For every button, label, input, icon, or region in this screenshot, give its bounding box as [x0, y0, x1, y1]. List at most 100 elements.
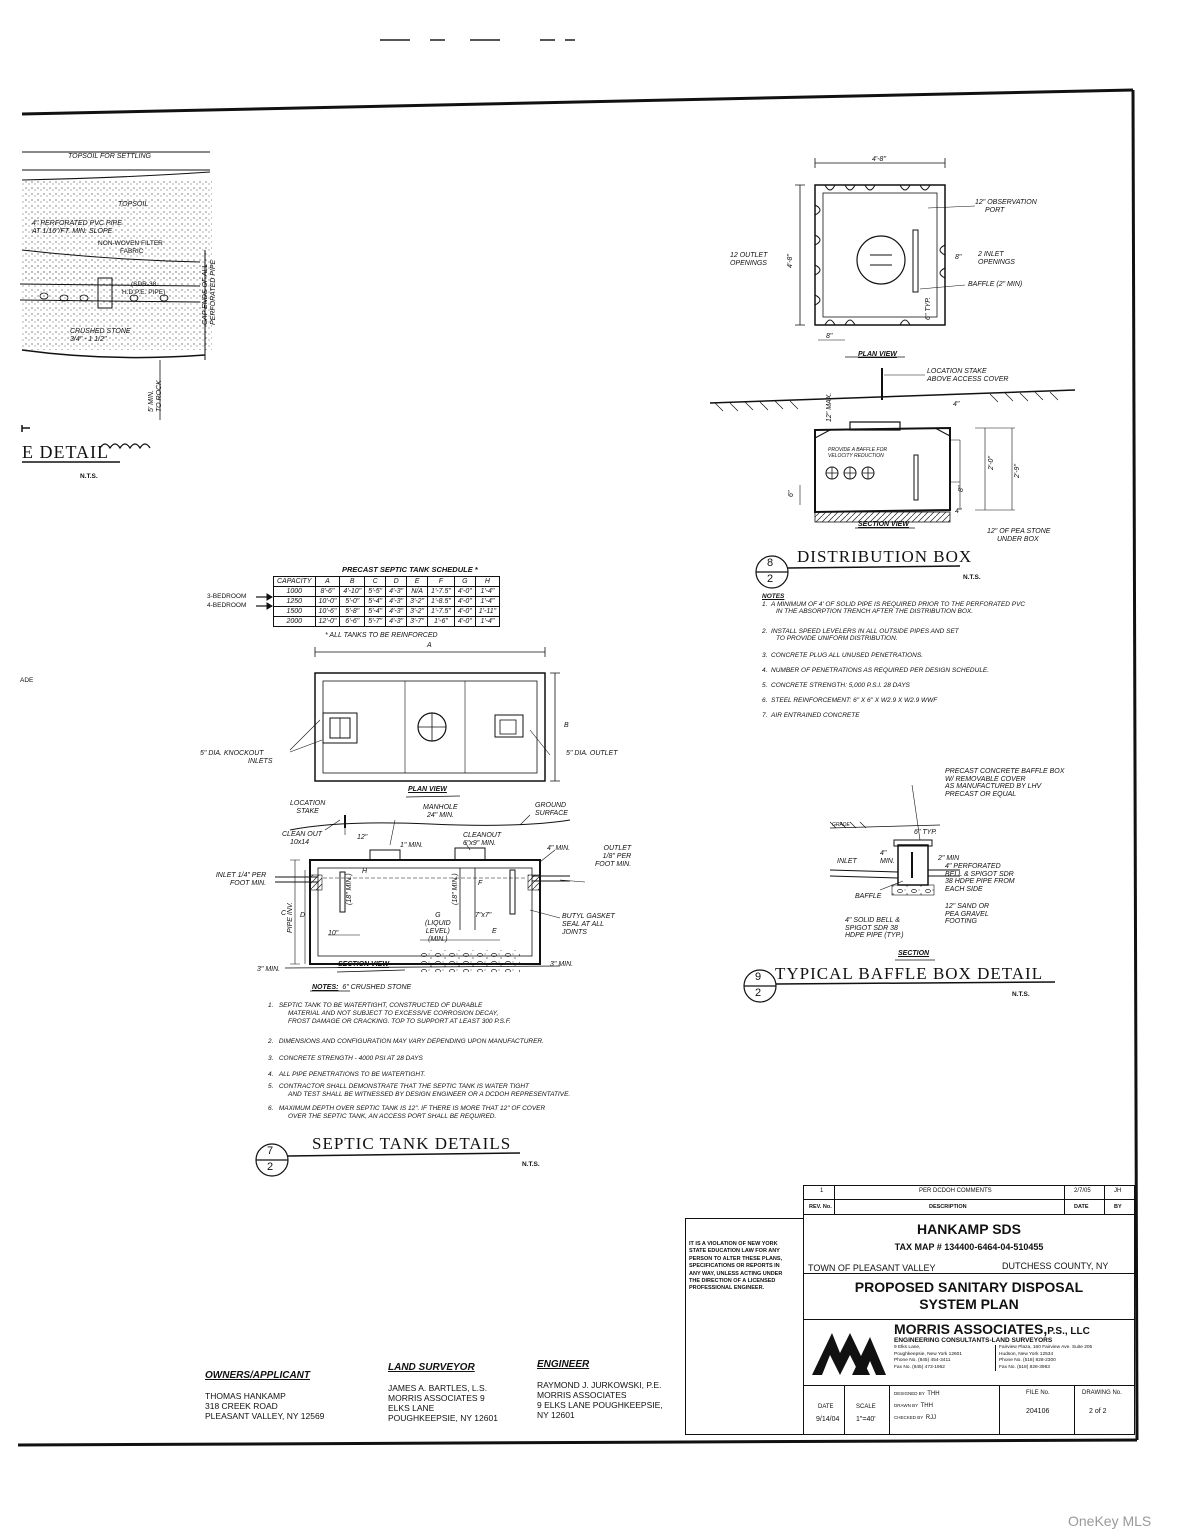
office1-line-4: Fax No. (845) 473-1962 — [894, 1364, 945, 1370]
perforated-pipe-line-2: AT 1/16"/FT. MIN. SLOPE — [32, 228, 113, 235]
table-cell: 1'-6" — [427, 616, 455, 627]
dbox-note-7-num: 7. — [762, 712, 768, 719]
sdr-pipe-label: (SDR-38 H.D.P.E. PIPE) — [122, 281, 165, 297]
tank-dim-b: B — [564, 722, 569, 729]
town-name: TOWN OF PLEASANT VALLEY — [808, 1263, 936, 1273]
clean-out-line-2: 10x14 — [290, 839, 310, 846]
tank-dim-7x7: 7"x7" — [475, 912, 492, 919]
observation-port-label: 12" OBSERVATION PORT — [975, 199, 1037, 215]
tank-dim-d: D — [300, 912, 306, 919]
schedule-header-cell: E — [406, 576, 429, 587]
tank-plan-view-label: PLAN VIEW — [408, 786, 447, 793]
cleanout-line-1: CLEANOUT — [463, 832, 502, 839]
manhole-line-2: 24" MIN. — [427, 812, 454, 819]
cleanout-label: CLEANOUT 6"x9" MIN. — [463, 832, 501, 848]
clean-out-label: CLEAN OUT 10x14 — [282, 831, 322, 847]
detail-bubbles — [255, 555, 1056, 1177]
tank-note-1-line-3: FROST DAMAGE OR CRACKING. TOP TO SUPPORT… — [288, 1018, 511, 1025]
tank-dim-e: E — [492, 928, 497, 935]
dbox-dim-4-lower: 4" — [955, 508, 962, 515]
dbox-detail-number: 8 — [767, 557, 774, 569]
schedule-header-row: CAPACITY A B C D E F G H — [273, 576, 501, 587]
dbox-location-stake-line-2: ABOVE ACCESS COVER — [927, 376, 1009, 383]
precast-baffle-line-1: PRECAST CONCRETE BAFFLE BOX — [945, 768, 1065, 775]
schedule-header-cell: D — [385, 576, 408, 587]
table-cell: 1'-4" — [474, 586, 501, 597]
pea-stone-line-2: UNDER BOX — [997, 536, 1039, 543]
table-cell: 1'-4" — [474, 596, 501, 607]
plan-title: PROPOSED SANITARY DISPOSAL SYSTEM PLAN — [804, 1279, 1134, 1313]
office2-line-2: Hudson, New York 12534 — [999, 1351, 1054, 1357]
table-cell: 1000 — [273, 586, 316, 597]
revision-by: JH — [1114, 1188, 1122, 1194]
engineer-line-4: NY 12601 — [537, 1410, 575, 1420]
baffle-perforated-line-4: EACH SIDE — [945, 885, 983, 893]
pipe-inv-label: PIPE INV. — [287, 902, 294, 933]
office2-line-4: Fax No. (518) 828-3963 — [999, 1364, 1050, 1370]
dbox-note-6-text: STEEL REINFORCEMENT: 6" X 6" X W2.9 X W2… — [771, 697, 938, 704]
engineer-line-3: 9 ELKS LANE POUGHKEEPSIE, — [537, 1400, 663, 1410]
table-cell: N/A — [406, 586, 429, 597]
precast-baffle-line-3: AS MANUFACTURED BY LHV — [945, 783, 1042, 790]
tank-note-1-num: 1. — [268, 1002, 274, 1009]
table-cell: 5'-8" — [339, 606, 366, 617]
dbox-note-4-text: NUMBER OF PENETRATIONS AS REQUIRED PER D… — [771, 667, 990, 674]
dbox-note-1-num: 1. — [762, 601, 768, 608]
knockout-line-2: INLETS — [248, 758, 273, 765]
tank-note-1-line-1: SEPTIC TANK TO BE WATERTIGHT, CONSTRUCTE… — [278, 1002, 483, 1009]
table-cell: 6'-6" — [339, 616, 366, 627]
butyl-gasket-line-1: BUTYL GASKET — [562, 913, 615, 920]
cap-ends-line-1: CAP ENDS OF ALL — [202, 263, 209, 325]
drawn-by-label: DRAWN BY — [894, 1403, 919, 1408]
baffle-min4-line-1: 4" — [880, 850, 887, 857]
tank-note-5: 5. CONTRACTOR SHALL DEMONSTRATE THAT THE… — [268, 1083, 570, 1105]
table-row: 2000 12'-0" 6'-6" 5'-7" 4'-3" 3'-7" 1'-6… — [273, 616, 501, 627]
engineer-block: ENGINEER RAYMOND J. JURKOWSKI, P.E. MORR… — [537, 1359, 663, 1420]
tank-dim-a: A — [427, 642, 432, 649]
violation-line-4: SPECIFICATIONS OR REPORTS IN — [689, 1263, 780, 1270]
bedroom4-label: 4-BEDROOM — [207, 602, 247, 609]
tank-detail-number: 7 — [267, 1145, 274, 1157]
tank-dim-12: 12" — [357, 834, 368, 841]
office1-line-2: Poughkeepsie, New York 12601 — [894, 1351, 963, 1357]
precast-baffle-line-2: W/ REMOVABLE COVER — [945, 775, 1026, 783]
firm-name-row: MORRIS ASSOCIATES,P.S., LLC — [894, 1321, 1090, 1337]
dbox-dim-2-0: 2'-0" — [988, 456, 995, 470]
table-cell: 10'-6" — [314, 606, 341, 617]
dbox-note-4: 4. NUMBER OF PENETRATIONS AS REQUIRED PE… — [762, 667, 1025, 682]
table-cell: 4'-0" — [453, 586, 476, 597]
surveyor-line-2: MORRIS ASSOCIATES 9 — [388, 1393, 485, 1403]
table-cell: 12'-0" — [314, 616, 341, 627]
baffle-solid-line-1: 4" SOLID BELL & — [845, 917, 900, 924]
tank-note-5-line-2: AND TEST SHALL BE WITNESSED BY DESIGN EN… — [288, 1091, 571, 1098]
baffle-min4-line-2: MIN. — [880, 858, 895, 865]
office2-line-1: Fairview Plaza, 160 Fairview Ave. Suite … — [999, 1345, 1093, 1350]
violation-text: IT IS A VIOLATION OF NEW YORK STATE EDUC… — [689, 1241, 782, 1293]
perforated-pipe-line-1: 4" PERFORATED PVC PIPE — [32, 220, 122, 227]
scale-label: SCALE — [856, 1404, 876, 1410]
tank-nts: N.T.S. — [522, 1161, 540, 1168]
baffle-perforated-label: 4" PERFORATED BELL & SPIGOT SDR 38 HDPE … — [945, 863, 1015, 893]
title-divider — [804, 1273, 1134, 1274]
title-divider — [804, 1385, 1134, 1386]
table-cell: 5'-4" — [364, 606, 387, 617]
tank-notes-heading: NOTES: 6" CRUSHED STONE — [312, 984, 411, 991]
liquid-level-line-1: G — [435, 912, 441, 919]
observation-port-line-2: PORT — [985, 207, 1005, 214]
dbox-width-dim: 4'-8" — [872, 156, 886, 163]
table-cell: 1'-8.5" — [427, 596, 455, 607]
violation-box: IT IS A VIOLATION OF NEW YORK STATE EDUC… — [685, 1218, 804, 1435]
schedule-header-cell: H — [474, 576, 501, 587]
plan-title-line-1: PROPOSED SANITARY DISPOSAL — [854, 1279, 1084, 1295]
dbox-note-2-line-1: INSTALL SPEED LEVELERS IN ALL OUTSIDE PI… — [771, 628, 959, 635]
filter-fabric-line-2: FABRIC — [120, 248, 144, 255]
dbox-dim-6: 6" — [788, 490, 795, 497]
office1-line-3: Phone No. (845) 454-3411 — [894, 1358, 951, 1363]
table-cell: 8'-6" — [314, 586, 341, 597]
tank-title: SEPTIC TANK DETAILS — [312, 1134, 512, 1153]
baffle-inlet-label: INLET — [837, 858, 857, 865]
surveyor-line-4: POUGHKEEPSIE, NY 12601 — [388, 1413, 498, 1423]
surveyor-line-1: JAMES A. BARTLES, L.S. — [388, 1383, 488, 1393]
table-row: 1500 10'-6" 5'-8" 5'-4" 4'-3" 3'-2" 1'-7… — [273, 606, 501, 617]
dbox-dim-4: 4" — [953, 401, 960, 408]
